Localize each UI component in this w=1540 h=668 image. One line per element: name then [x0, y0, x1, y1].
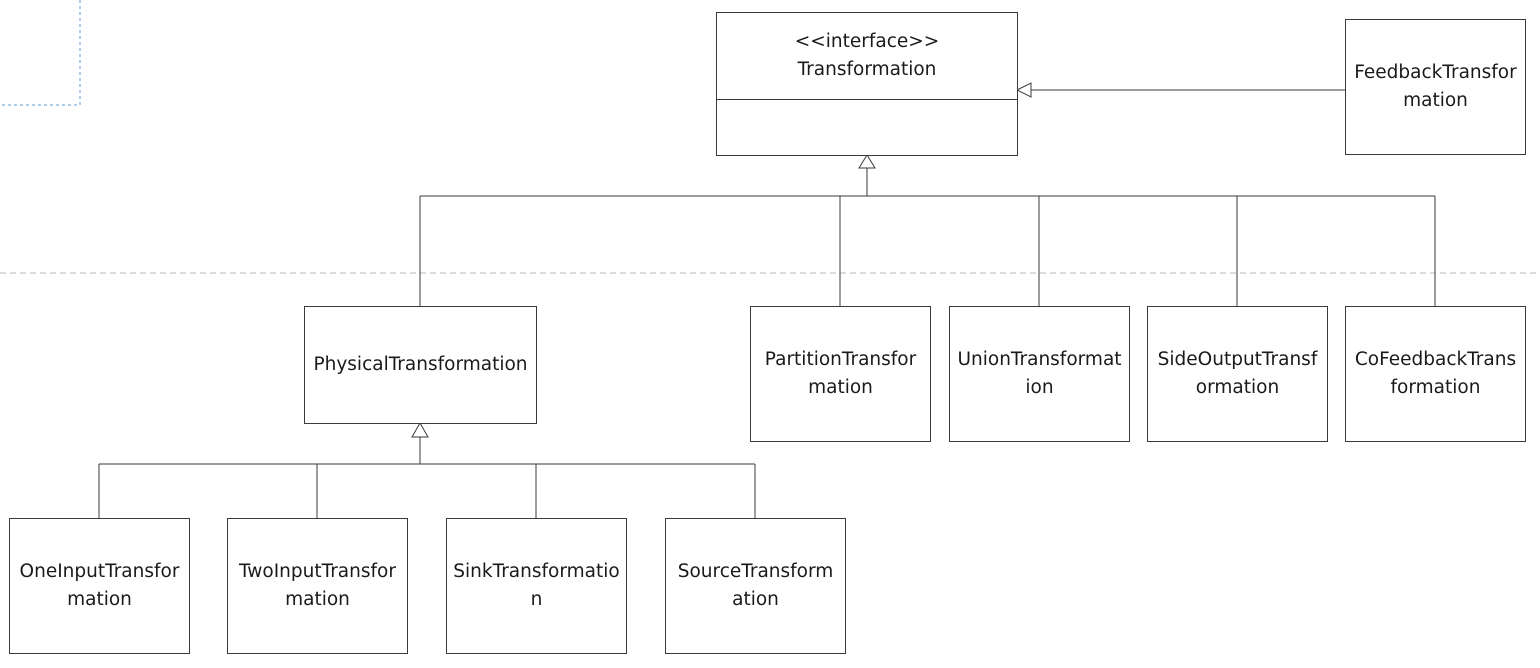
class-label-line: mation: [67, 589, 132, 610]
class-one-input-transformation[interactable]: OneInputTransfor mation: [9, 518, 190, 654]
class-label-line: SourceTransform: [677, 561, 834, 582]
interface-stereotype: <<interface>>: [794, 31, 940, 52]
interface-name: Transformation: [797, 59, 937, 80]
class-source-transformation[interactable]: SourceTransform ation: [665, 518, 846, 654]
class-label-line: ormation: [1195, 377, 1280, 398]
class-two-input-transformation[interactable]: TwoInputTransfor mation: [227, 518, 408, 654]
class-label-line: OneInputTransfor: [19, 561, 180, 582]
class-label-line: FeedbackTransfor: [1354, 62, 1517, 83]
arrowhead-physical-tree: [411, 421, 429, 438]
arrowhead-feedback: [1015, 82, 1032, 98]
class-label-line: PhysicalTransformation: [313, 354, 528, 375]
selection-corner-guide: [0, 0, 81, 106]
class-label-line: TwoInputTransfor: [239, 561, 396, 582]
class-union-transformation[interactable]: UnionTransformat ion: [949, 306, 1130, 442]
class-label-line: ion: [1025, 377, 1054, 398]
class-label-line: mation: [1403, 90, 1468, 111]
class-label-line: UnionTransformat: [957, 349, 1122, 370]
class-label-line: formation: [1390, 377, 1481, 398]
class-label-line: PartitionTransfor: [764, 349, 917, 370]
class-co-feedback-transformation[interactable]: CoFeedbackTrans formation: [1345, 306, 1526, 442]
class-label-line: n: [530, 589, 543, 610]
class-label-line: ation: [732, 589, 779, 610]
interface-transformation-box[interactable]: <<interface>> Transformation: [716, 12, 1018, 156]
interface-header: <<interface>> Transformation: [717, 13, 1017, 100]
class-label-line: CoFeedbackTrans: [1354, 349, 1517, 370]
class-side-output-transformation[interactable]: SideOutputTransf ormation: [1147, 306, 1328, 442]
class-physical-transformation[interactable]: PhysicalTransformation: [304, 306, 537, 424]
class-label-line: SinkTransformatio: [453, 561, 620, 582]
class-label-line: SideOutputTransf: [1157, 349, 1318, 370]
class-label-line: mation: [808, 377, 873, 398]
interface-members-compartment: [717, 100, 1017, 155]
class-feedback-transformation[interactable]: FeedbackTransfor mation: [1345, 19, 1526, 155]
arrowhead-interface-tree: [858, 154, 876, 169]
class-sink-transformation[interactable]: SinkTransformatio n: [446, 518, 627, 654]
class-partition-transformation[interactable]: PartitionTransfor mation: [750, 306, 931, 442]
class-label-line: mation: [285, 589, 350, 610]
